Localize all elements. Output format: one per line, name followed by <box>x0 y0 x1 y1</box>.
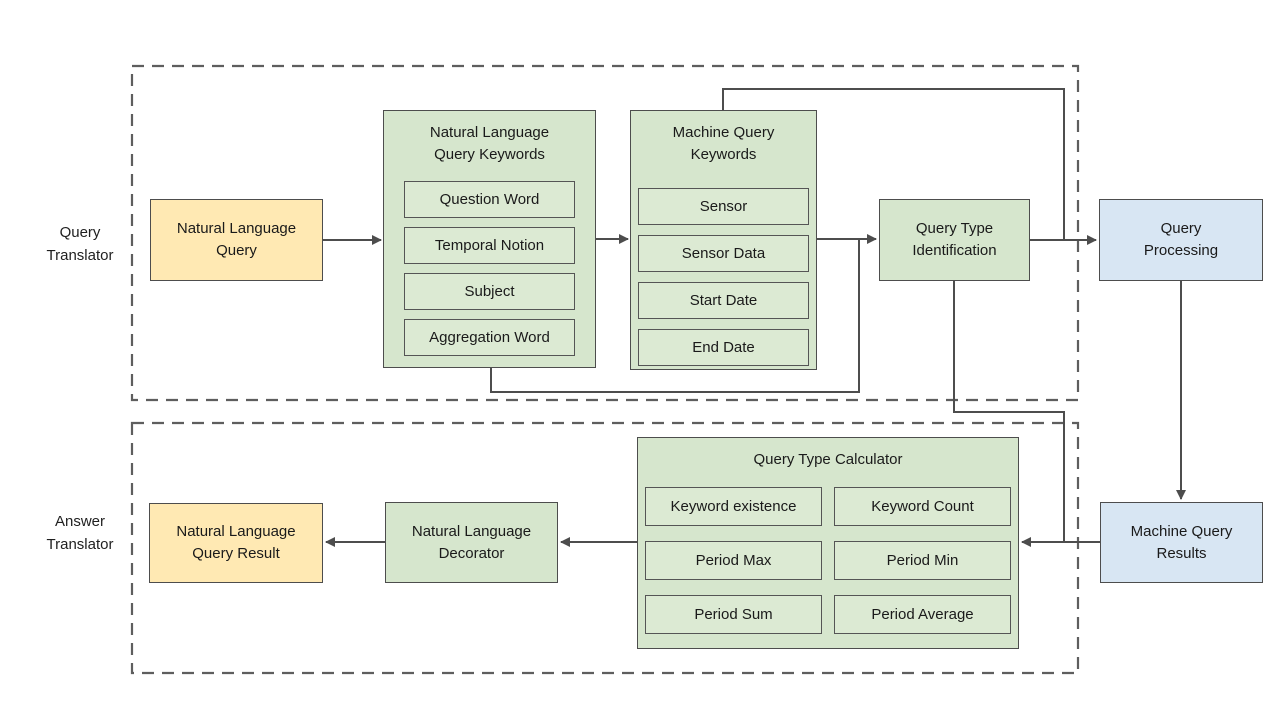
natural-language-query-label: Natural Language Query <box>176 220 297 259</box>
calculator-item: Keyword existence <box>645 487 822 526</box>
natural-language-query-keywords-items: Question Word Temporal Notion Subject Ag… <box>384 181 595 356</box>
machine-query-results-label: Machine Query Results <box>1130 522 1233 562</box>
keyword-item: Start Date <box>638 282 809 319</box>
calculator-item: Period Max <box>645 541 822 580</box>
calculator-item: Keyword Count <box>834 487 1011 526</box>
query-type-calculator-items: Keyword existence Keyword Count Period M… <box>638 487 1018 634</box>
machine-query-results-node: Machine Query Results <box>1100 502 1263 583</box>
answer-translator-dashed-frame <box>130 421 1080 675</box>
machine-query-keywords-title: Machine Query Keywords <box>672 124 775 163</box>
query-processing-node: Query Processing <box>1099 199 1263 281</box>
connector-mq-keywords-top-to-query-processing <box>722 88 1065 240</box>
calculator-item: Period Min <box>834 541 1011 580</box>
keyword-item: Sensor Data <box>638 235 809 272</box>
keyword-item: Aggregation Word <box>404 319 575 356</box>
keyword-item: Temporal Notion <box>404 227 575 264</box>
query-processing-label: Query Processing <box>1143 220 1219 259</box>
calculator-item: Period Average <box>834 595 1011 634</box>
query-type-identification-node: Query Type Identification <box>879 199 1030 281</box>
query-type-calculator-group: Query Type Calculator Keyword existence … <box>637 437 1019 649</box>
natural-language-query-result-node: Natural Language Query Result <box>149 503 323 583</box>
natural-language-query-keywords-title: Natural Language Query Keywords <box>429 124 550 163</box>
keyword-item: Subject <box>404 273 575 310</box>
keyword-item: Sensor <box>638 188 809 225</box>
natural-language-query-keywords-group: Natural Language Query Keywords Question… <box>383 110 596 368</box>
calculator-item: Period Sum <box>645 595 822 634</box>
connector-query-type-identification-to-query-type-calculator <box>953 281 1065 542</box>
natural-language-query-result-label: Natural Language Query Result <box>176 523 296 562</box>
answer-translator-label: Answer Translator <box>46 513 114 553</box>
machine-query-keywords-items: Sensor Sensor Data Start Date End Date <box>631 188 816 366</box>
natural-language-query-node: Natural Language Query <box>150 199 323 281</box>
connector-nlq-keywords-bottom-to-query-type-identification <box>490 239 860 393</box>
machine-query-keywords-group: Machine Query Keywords Sensor Sensor Dat… <box>630 110 817 370</box>
natural-language-decorator-label: Natural Language Decorator <box>411 522 532 562</box>
query-type-calculator-title: Query Type Calculator <box>753 451 903 468</box>
query-translator-label: Query Translator <box>46 224 114 264</box>
query-type-identification-label: Query Type Identification <box>912 220 997 259</box>
natural-language-decorator-node: Natural Language Decorator <box>385 502 558 583</box>
keyword-item: End Date <box>638 329 809 366</box>
keyword-item: Question Word <box>404 181 575 218</box>
